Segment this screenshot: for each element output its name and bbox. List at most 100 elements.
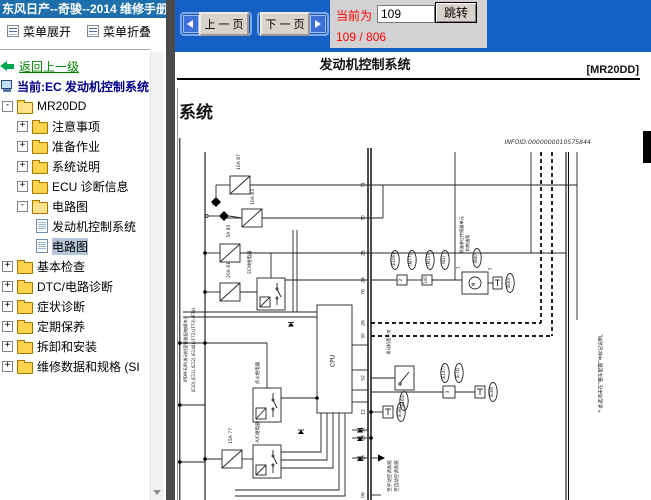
connector-square-2: [396, 274, 408, 286]
diode: [357, 428, 363, 433]
page-jump-panel: 当前为 跳转 109 / 806: [330, 0, 487, 48]
infoid-text: INFOID:0000000010575844: [504, 139, 591, 146]
ignition-relay: [252, 387, 282, 423]
diagram-footnote: *:此选项未在“整车配置”中标记说明。: [597, 332, 604, 413]
tree-item-service-data[interactable]: + 维修数据和规格 (SI: [0, 356, 150, 376]
expand-icon[interactable]: +: [2, 260, 13, 272]
fuel-pump-label: 和燃油泵: [464, 235, 471, 252]
tree-item-label: 发动机控制系统: [52, 219, 137, 234]
connector-oval-e164: [399, 391, 409, 411]
tree-item-symptom-diagnosis[interactable]: + 症状诊断: [0, 296, 150, 316]
ipdm-connector-list: (E10),(E11),(E12),(E148),(F72),(F73),(F7…: [191, 307, 196, 392]
pin-label: 12: [361, 409, 367, 415]
app-title: 东风日产--奇骏--2014 维修手册: [0, 0, 166, 18]
fuse-20a-81: 20A 81: [219, 262, 241, 302]
ac-destination-label: 至手动空调系统: [386, 460, 393, 492]
menu-expand-button[interactable]: 菜单展开: [7, 23, 71, 40]
document-icon: [36, 219, 48, 233]
toc-tree: 返回上一级 当前:EC 发动机控制系统 - MR20DD + 注意事项 + 准备…: [0, 56, 150, 376]
tree-item-label: 基本检查: [37, 259, 86, 274]
tree-item-periodic-maintenance[interactable]: + 定期保养: [0, 316, 150, 336]
svg-text:15A 77: 15A 77: [228, 428, 234, 444]
tree-item-basic-inspection[interactable]: + 基本检查: [0, 256, 150, 276]
tree-item-engine-control-doc[interactable]: 发动机控制系统: [0, 216, 150, 236]
left-arrow-icon: [183, 15, 199, 33]
svg-text:(E106): (E106): [391, 253, 396, 267]
svg-text:3: 3: [445, 390, 451, 393]
diode: [298, 429, 304, 434]
next-page-button[interactable]: 下 一 页: [257, 12, 329, 36]
folder-icon: [32, 119, 48, 134]
fuse-15a-77: 15A 77: [205, 428, 253, 469]
back-link-label: 返回上一级: [19, 59, 80, 74]
collapse-icon[interactable]: -: [2, 100, 13, 112]
tree-item-system-description[interactable]: + 系统说明: [0, 156, 150, 176]
tree-item-wiring-folder[interactable]: - 电路图: [0, 196, 150, 216]
svg-text:(B40): (B40): [473, 252, 478, 263]
sidebar: 东风日产--奇骏--2014 维修手册 菜单展开 菜单折叠 返回上一级 当前:E…: [0, 0, 166, 500]
svg-text:(E74): (E74): [455, 367, 460, 378]
expand-icon[interactable]: +: [2, 360, 13, 372]
current-page-label: 当前为: [336, 9, 373, 23]
tree-item-removal-installation[interactable]: + 拆卸和安装: [0, 336, 150, 356]
tree-item-mr20dd[interactable]: - MR20DD: [0, 96, 150, 116]
prev-page-button[interactable]: 上 一 页: [180, 12, 252, 36]
svg-text:(E38): (E38): [397, 406, 402, 417]
tree-item-wiring-doc-selected[interactable]: 电路图: [0, 236, 150, 256]
current-section-row: 当前:EC 发动机控制系统: [0, 76, 150, 96]
expand-icon[interactable]: +: [2, 320, 13, 332]
connector-oval-b40: [472, 248, 482, 268]
tree-item-dtc-diagnosis[interactable]: + DTC/电路诊断: [0, 276, 150, 296]
expand-icon[interactable]: +: [17, 180, 28, 192]
pin-label: 24: [361, 277, 367, 283]
ecm-relay-label: ECM继电器: [246, 250, 253, 274]
page-number-input[interactable]: [377, 5, 435, 23]
connector-oval-b30: [505, 273, 515, 293]
tree-item-label: MR20DD: [37, 99, 87, 113]
hood-switch-block: [394, 365, 415, 391]
tree-item-preparation[interactable]: + 准备作业: [0, 136, 150, 156]
scroll-down-arrow-icon[interactable]: [153, 490, 161, 495]
tree-item-label: 拆卸和安装: [37, 339, 98, 354]
header-rule: [177, 78, 640, 80]
ac-relay: [252, 444, 282, 479]
tree-item-label: 症状诊断: [37, 299, 86, 314]
expand-icon[interactable]: +: [17, 120, 28, 132]
current-section-label: 当前:EC 发动机控制系统: [17, 79, 150, 94]
svg-text:(M11): (M11): [426, 254, 431, 266]
fuse-10a-87: 10A 87: [229, 154, 251, 195]
svg-text:C: C: [220, 216, 225, 219]
wiring-diagram: INFOID:0000000010575844: [177, 88, 651, 500]
collapse-icon[interactable]: -: [17, 200, 28, 212]
expand-icon[interactable]: +: [2, 280, 13, 292]
pin-label: 65: [361, 455, 367, 461]
section-title-fragment: 系统: [179, 103, 213, 122]
menu-collapse-button[interactable]: 菜单折叠: [87, 23, 151, 40]
folder-icon: [32, 159, 48, 174]
next-page-label: 下 一 页: [260, 12, 310, 36]
expand-icon[interactable]: +: [17, 160, 28, 172]
svg-text:5A 85: 5A 85: [226, 224, 232, 237]
jump-button[interactable]: 跳转: [435, 2, 477, 23]
folder-icon: [17, 359, 33, 374]
expand-icon[interactable]: +: [2, 300, 13, 312]
expand-icon[interactable]: +: [17, 140, 28, 152]
sidebar-scrollbar[interactable]: [150, 52, 164, 500]
pin-label: 23: [361, 435, 367, 441]
pin-label: 06: [361, 492, 367, 498]
ground-symbol: [474, 385, 486, 399]
tree-item-label: 定期保养: [37, 319, 86, 334]
tree-item-ecu-diagnosis[interactable]: + ECU 诊断信息: [0, 176, 150, 196]
fuel-pump-label: 燃油液位传感器单元: [458, 216, 465, 254]
menu-collapse-icon: [87, 25, 100, 37]
tree-item-label: 注意事项: [52, 119, 101, 134]
svg-text:2: 2: [398, 278, 404, 281]
diode: [357, 436, 363, 441]
tree-item-notes[interactable]: + 注意事项: [0, 116, 150, 136]
ipdm-label: IPDM E/R(发动机室智能配电模块): [182, 318, 189, 382]
expand-icon[interactable]: +: [2, 340, 13, 352]
back-arrow-icon: [0, 61, 14, 71]
back-to-parent-link[interactable]: 返回上一级: [0, 56, 150, 76]
pin-label: 25: [361, 250, 367, 256]
